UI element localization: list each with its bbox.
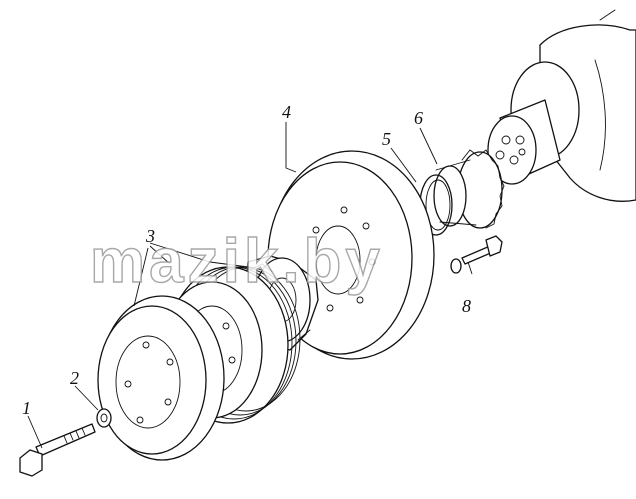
callout-2: 2 xyxy=(70,368,79,388)
callout-4: 4 xyxy=(282,102,291,122)
callout-6: 6 xyxy=(414,108,423,128)
callout-8: 8 xyxy=(462,296,471,316)
watermark: mazik.by xyxy=(90,227,384,296)
front-pulley xyxy=(97,295,225,461)
timing-gear xyxy=(433,149,505,229)
bolt xyxy=(19,423,96,477)
callout-5: 5 xyxy=(382,129,391,149)
small-bolt xyxy=(450,235,503,274)
washer xyxy=(96,408,112,428)
callout-1: 1 xyxy=(22,398,31,418)
callout-3: 3 xyxy=(145,226,155,246)
crankshaft xyxy=(487,9,636,202)
leader-lines xyxy=(27,122,473,449)
